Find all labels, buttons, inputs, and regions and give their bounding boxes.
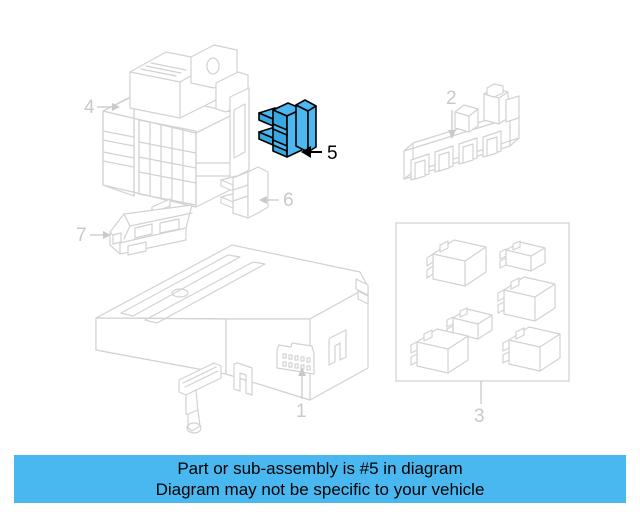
callout-1-number: 1 bbox=[296, 401, 307, 422]
callout-2-number: 2 bbox=[446, 88, 457, 109]
callout-5: 5 bbox=[301, 143, 338, 164]
part-3-relay-group bbox=[395, 222, 570, 382]
callout-4-number: 4 bbox=[84, 97, 95, 118]
notice-banner: Part or sub-assembly is #5 in diagram Di… bbox=[14, 455, 626, 503]
part-7-mounting-bracket bbox=[109, 204, 193, 256]
banner-line-secondary: Diagram may not be specific to your vehi… bbox=[155, 480, 485, 499]
part-1-control-module bbox=[95, 244, 369, 434]
callout-6-number: 6 bbox=[283, 190, 294, 211]
callout-3-number: 3 bbox=[474, 406, 485, 427]
relay-cube bbox=[502, 326, 561, 372]
parts-diagram: .ln { fill:none; stroke:#d2d2d2; stroke-… bbox=[76, 44, 570, 434]
relay-cube bbox=[426, 239, 487, 287]
callout-4: 4 bbox=[84, 97, 120, 118]
part-5-fuse-blade-relay-highlighted bbox=[258, 99, 317, 158]
relay-cube bbox=[497, 276, 556, 322]
relay-cube bbox=[499, 240, 546, 272]
callout-7-number: 7 bbox=[76, 225, 87, 246]
callout-5-number: 5 bbox=[327, 143, 338, 164]
relay-cube bbox=[410, 328, 469, 374]
part-4-fuse-junction-block bbox=[102, 44, 250, 225]
callout-3: 3 bbox=[474, 381, 485, 427]
part-6-fuse-blade-relay-alt bbox=[220, 166, 269, 219]
callout-2: 2 bbox=[446, 88, 457, 139]
callout-1: 1 bbox=[296, 367, 307, 422]
callout-7: 7 bbox=[76, 225, 111, 246]
callout-6: 6 bbox=[259, 190, 294, 211]
banner-line-primary: Part or sub-assembly is #5 in diagram bbox=[177, 459, 463, 478]
part-2-connector-bracket bbox=[403, 83, 520, 181]
